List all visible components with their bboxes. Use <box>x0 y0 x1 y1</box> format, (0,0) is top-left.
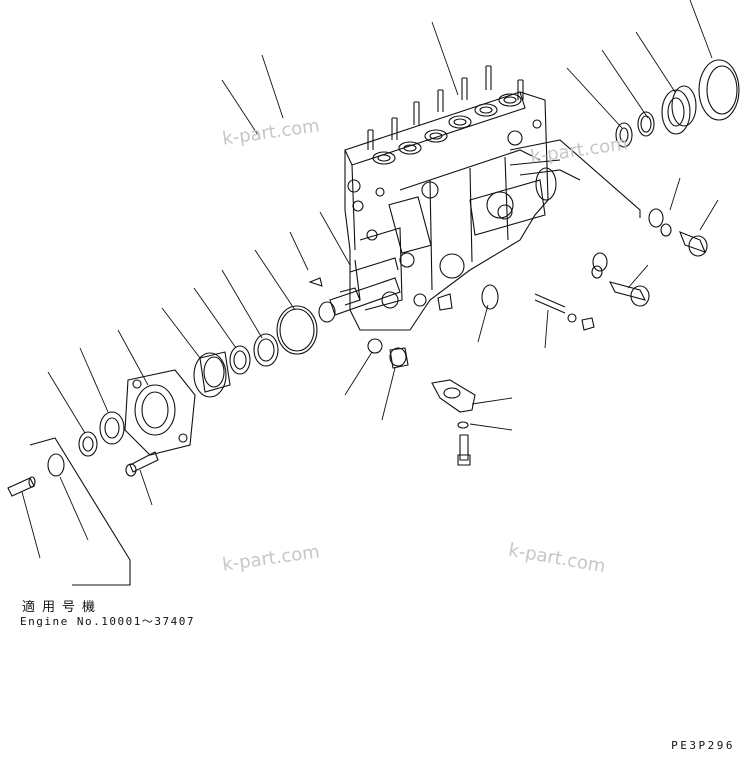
tapered-roller-bearing <box>661 85 697 135</box>
camshaft <box>308 257 401 323</box>
o-ring-center <box>481 284 499 310</box>
shim-rings <box>615 111 655 148</box>
oil-pipe <box>509 139 641 218</box>
cap-bolt-washer <box>457 421 471 466</box>
drive-shaft-gear-parts <box>193 305 318 398</box>
oil-seal <box>99 411 125 445</box>
applicability-engine-range: Engine No.10001〜37407 <box>20 615 195 628</box>
banjo-bolts <box>591 208 708 307</box>
leader-lines <box>21 0 719 559</box>
applicable-engine-frame <box>29 437 131 586</box>
bearing-outer-race <box>698 59 740 121</box>
figure-code: PE3P296 <box>671 739 735 752</box>
applicability-title: 適用号機 <box>22 600 103 615</box>
delivery-valve-holders <box>372 93 522 165</box>
small-stud <box>437 293 453 311</box>
plug-washer <box>367 338 409 369</box>
mounting-studs <box>367 65 524 150</box>
pump-housing <box>344 91 549 331</box>
thrust-washer <box>78 431 98 457</box>
flange-bolt <box>125 451 159 477</box>
bearing-housing-flange <box>124 369 196 456</box>
bearing-cap <box>431 379 476 413</box>
stud-bolt-nut <box>534 293 595 331</box>
dowel-pin <box>7 476 36 497</box>
